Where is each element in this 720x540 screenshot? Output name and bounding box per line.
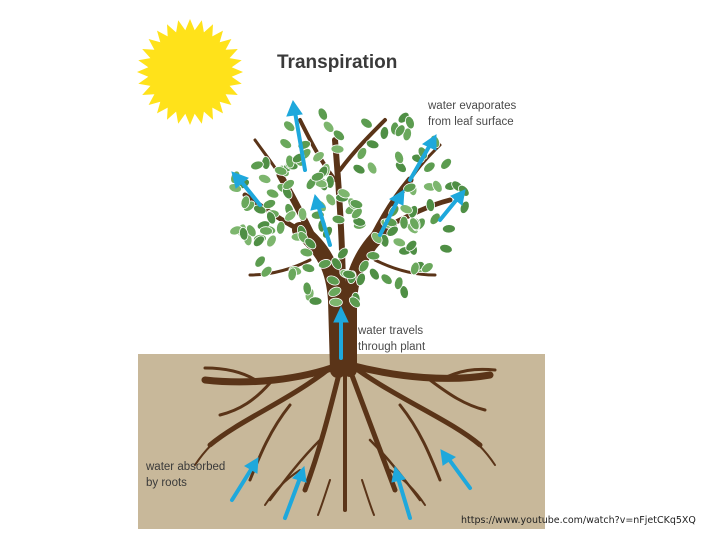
leaf (266, 211, 277, 225)
leaf (432, 179, 443, 193)
arrow-root-3 (391, 465, 412, 520)
leaf (352, 217, 366, 227)
leaf (310, 171, 325, 182)
leaf (410, 261, 420, 276)
leaf (273, 166, 288, 176)
leaf (337, 188, 351, 199)
leaf (439, 243, 453, 254)
arrow-evaporation-4 (378, 189, 405, 237)
label-evaporates: water evaporates from leaf surface (428, 100, 517, 128)
leaf (287, 267, 297, 282)
leaf (351, 207, 363, 220)
source-url: https://www.youtube.com/watch?v=nFjetCKq… (461, 515, 696, 526)
leaf (342, 269, 356, 280)
leaf (279, 138, 292, 150)
arrow-evaporation-1 (286, 99, 307, 172)
leaf (399, 204, 413, 215)
leaf (252, 235, 265, 247)
leaf (317, 259, 332, 269)
leaf (394, 161, 407, 173)
arrow-evaporation-3 (310, 193, 332, 247)
leaf (365, 139, 380, 150)
arrow-trunk-up (333, 305, 349, 360)
leaf (399, 285, 409, 299)
leaf (348, 296, 361, 308)
leaf (302, 281, 312, 296)
leaf (386, 225, 399, 237)
leaf (259, 226, 273, 236)
arrow-root-1 (230, 457, 259, 502)
leaf (394, 124, 406, 138)
diagram-title: Transpiration (277, 52, 398, 73)
arrow-root-4 (440, 449, 472, 490)
leaf (322, 120, 335, 133)
leaf (266, 234, 277, 248)
leaf (317, 107, 328, 121)
leaf (405, 115, 415, 130)
water-arrows (230, 99, 472, 520)
leaf (331, 214, 346, 225)
leaf (425, 198, 436, 212)
leaf (312, 151, 325, 163)
leaf (405, 239, 418, 252)
leaf (332, 129, 345, 142)
leaf (392, 237, 407, 248)
leaf (262, 199, 277, 210)
leaf (349, 199, 364, 209)
leaf (331, 257, 342, 270)
leaf (440, 157, 452, 170)
leaf (250, 160, 264, 171)
leaf (325, 193, 337, 207)
leaf (265, 188, 280, 199)
leaf (282, 179, 295, 190)
leaf (299, 247, 314, 258)
leaf (301, 263, 316, 273)
leaf (393, 276, 404, 291)
leaf (366, 251, 381, 261)
leaf (394, 150, 405, 165)
leaf (308, 296, 323, 306)
arrow-evaporation-2 (231, 171, 262, 207)
leaf (442, 224, 456, 234)
leaf (297, 207, 308, 222)
leaf (328, 286, 342, 297)
leaf (399, 215, 409, 230)
leaf (356, 272, 366, 287)
leaf (240, 195, 251, 209)
arrow-root-2 (283, 465, 307, 520)
leaf (423, 161, 436, 173)
leaf (329, 297, 343, 307)
leaf (352, 163, 366, 175)
tree-roots (194, 361, 497, 516)
leaf (238, 226, 249, 241)
leaf (358, 259, 370, 273)
leaf (360, 117, 373, 129)
leaf (368, 267, 380, 281)
leaf (284, 210, 297, 222)
leaf (366, 161, 378, 175)
leaf (380, 273, 393, 285)
leaf (283, 120, 296, 132)
leaf (337, 247, 349, 260)
label-absorbed: water absorbed by roots (146, 461, 226, 489)
leaf (304, 237, 317, 250)
leaf (276, 220, 286, 235)
leaf (356, 147, 368, 160)
leaf (254, 255, 266, 268)
leaf (429, 212, 441, 225)
leaf (260, 265, 273, 278)
leaf (258, 173, 272, 184)
leaf (421, 262, 434, 274)
label-travels: water travels through plant (358, 325, 426, 353)
sun-icon (137, 19, 243, 125)
arrow-evaporation-6 (438, 189, 466, 222)
soil-area (138, 354, 545, 529)
leaf (330, 144, 345, 154)
leaf (326, 275, 340, 286)
arrow-evaporation-5 (408, 134, 437, 182)
leaf (379, 126, 390, 140)
